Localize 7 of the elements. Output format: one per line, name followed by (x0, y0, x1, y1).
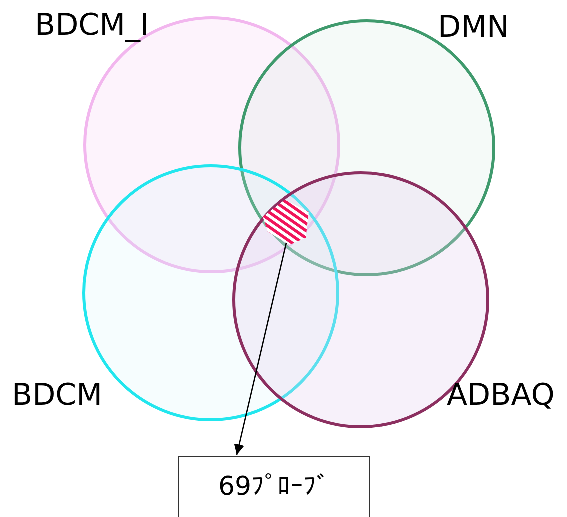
result-box: 69ﾌﾟﾛｰﾌﾞ (178, 456, 370, 517)
set-label: ADBAQ (447, 378, 555, 414)
hatched-intersection (263, 200, 309, 245)
leader-arrow (234, 240, 288, 456)
set-label: BDCM_I (35, 8, 150, 44)
set-label: DMN (438, 10, 510, 46)
set-label: BDCM (12, 378, 103, 414)
